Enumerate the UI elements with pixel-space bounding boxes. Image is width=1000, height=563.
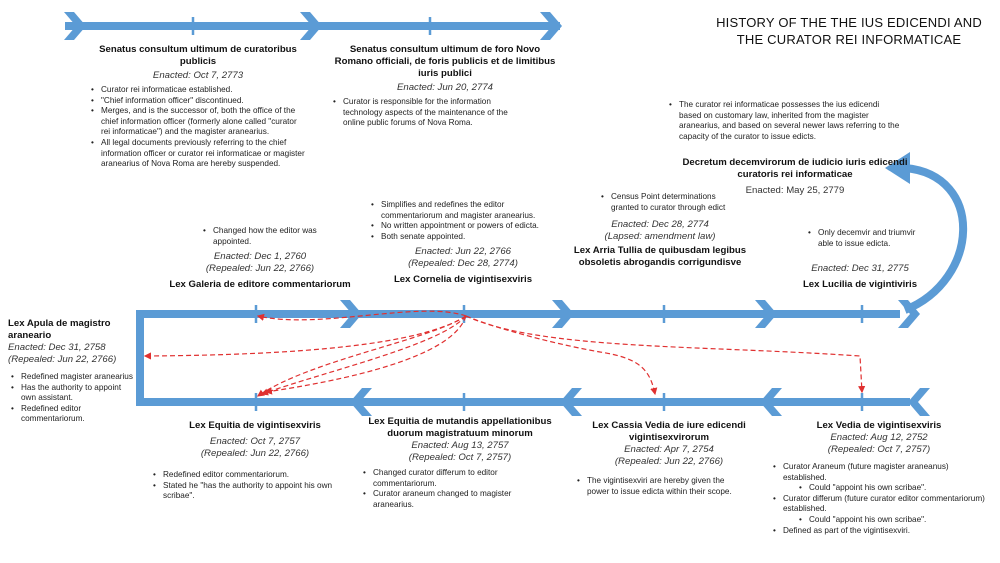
event-bullet: No written appointment or powers of edic… <box>371 221 558 232</box>
page-title: HISTORY OF THE THE IUS EDICENDI AND THE … <box>716 15 982 47</box>
event-bullet: Stated he "has the authority to appoint … <box>153 481 339 502</box>
note-block: The curator rei informaticae possesses t… <box>666 100 901 142</box>
event-date: Enacted: Dec 28, 2774 <box>611 219 709 231</box>
chevron-right-icon <box>898 300 920 328</box>
event-bullet: Changed curator differum to editor comme… <box>363 468 539 489</box>
event-block: Census Point determinations granted to c… <box>560 192 760 269</box>
event-name: Lex Galeria de editore commentariorum <box>169 279 351 291</box>
event-date: (Repealed: Dec 28, 2774) <box>408 258 518 270</box>
timeline-chevrons <box>64 12 930 416</box>
event-bullet: Redefined editor commentariorum. <box>11 404 136 425</box>
chevron-left-icon <box>908 388 930 416</box>
curve-arrowhead <box>885 152 910 184</box>
reference-arrows <box>143 310 866 397</box>
event-block: Changed how the editor was appointed. En… <box>160 226 360 291</box>
chevron-right-icon <box>340 300 362 328</box>
event-date: (Repealed: Oct 7, 2757) <box>827 444 931 455</box>
reference-arrow <box>256 310 467 321</box>
event-date: Enacted: May 25, 2779 <box>745 185 845 196</box>
chevron-right-icon <box>755 300 777 328</box>
chevron-right-icon <box>300 12 322 40</box>
curve-connector <box>903 164 968 314</box>
event-name: Lex Arria Tullia de quibusdam legibus ob… <box>573 245 747 269</box>
event-bullet: Changed how the editor was appointed. <box>203 226 329 247</box>
event-block: Lex Vedia de vigintisexviris Enacted: Au… <box>770 420 988 536</box>
event-name: Decretum decemvirorum de iudicio iuris e… <box>682 157 908 180</box>
event-name: Lex Equitia de mutandis appellationibus … <box>368 416 552 439</box>
event-date: Enacted: Aug 13, 2757 <box>411 440 509 451</box>
reference-arrow <box>260 315 467 396</box>
reference-arrow <box>465 315 866 394</box>
chevron-right-icon <box>64 12 86 40</box>
event-name: Lex Cornelia de vigintisexviris <box>393 274 533 286</box>
event-date: (Repealed: Jun 22, 2766) <box>8 354 117 365</box>
reference-arrow <box>264 315 467 395</box>
chevron-right-icon <box>552 300 574 328</box>
event-bullet: "Chief information officer" discontinued… <box>91 96 308 107</box>
chevron-left-icon <box>760 388 782 416</box>
event-bullet: Curator differum (future curator editor … <box>773 494 988 515</box>
event-date: (Repealed: Jun 22, 2766) <box>614 456 724 467</box>
event-bullet: Only decemvir and triumvir able to issue… <box>808 228 924 249</box>
event-date: (Repealed: Oct 7, 2757) <box>408 452 512 463</box>
event-name: Senatus consultum ultimum de curatoribus… <box>99 44 297 67</box>
event-bullet: Redefined editor commentariorum. <box>153 470 339 481</box>
event-block: Lex Equitia de vigintisexviris Enacted: … <box>150 420 360 502</box>
event-bullet: Merges, and is the successor of, both th… <box>91 106 308 138</box>
event-block: Lex Cassia Vedia de iure edicendi vigint… <box>574 420 764 497</box>
event-bullet: Has the authority to appoint own assista… <box>11 383 136 404</box>
event-block: Simplifies and redefines the editor comm… <box>368 200 558 286</box>
event-date: Enacted: Aug 12, 2752 <box>830 432 928 443</box>
event-bullet: Curator rei informaticae established. <box>91 85 308 96</box>
event-date: Enacted: Apr 7, 2754 <box>624 444 714 455</box>
event-bullet: Curator is responsible for the informati… <box>333 97 519 129</box>
event-bullet: Could "appoint his own scribae". <box>799 515 988 526</box>
event-date: Enacted: Dec 31, 2758 <box>8 342 106 353</box>
chevron-left-icon <box>560 388 582 416</box>
event-date: Enacted: Oct 7, 2773 <box>152 70 244 81</box>
event-bullet: Could "appoint his own scribae". <box>799 483 988 494</box>
event-date: (Repealed: Jun 22, 2766) <box>205 263 315 275</box>
event-name: Lex Cassia Vedia de iure edicendi vigint… <box>592 420 746 443</box>
event-date: (Repealed: Jun 22, 2766) <box>200 448 310 459</box>
event-date: Enacted: Oct 7, 2757 <box>209 436 301 447</box>
event-date: Enacted: Dec 31, 2775 <box>811 263 909 275</box>
event-block: Lex Equitia de mutandis appellationibus … <box>360 416 560 510</box>
event-bullet: Curator Araneum (future magister aranean… <box>773 462 988 483</box>
timeline-ticks <box>191 17 864 411</box>
event-date: Enacted: Jun 20, 2774 <box>396 82 493 93</box>
event-bullet: The vigintisexviri are hereby given the … <box>577 476 743 497</box>
event-bullet: Curator araneum changed to magister aran… <box>363 489 539 510</box>
event-block: Lex Apula de magistro araneario Enacted:… <box>8 318 136 425</box>
event-name: Lex Vedia de vigintisexviris <box>816 420 942 431</box>
event-bullet: All legal documents previously referring… <box>91 138 308 170</box>
event-block: Only decemvir and triumvir able to issue… <box>785 228 935 291</box>
event-block: Decretum decemvirorum de iudicio iuris e… <box>680 157 910 197</box>
reference-arrow <box>257 315 467 397</box>
event-date: Enacted: Dec 1, 2760 <box>213 251 307 263</box>
event-name: Lex Equitia de vigintisexviris <box>189 420 321 431</box>
event-bullet: Simplifies and redefines the editor comm… <box>371 200 558 221</box>
event-bullet: Both senate appointed. <box>371 232 558 243</box>
event-date: (Lapsed: amendment law) <box>604 231 716 243</box>
event-bullet: Census Point determinations granted to c… <box>601 192 727 213</box>
event-bullet: Defined as part of the vigintisexviri. <box>773 526 988 537</box>
note-text: The curator rei informaticae possesses t… <box>669 100 901 142</box>
event-name: Lex Lucilia de vigintiviris <box>802 279 918 291</box>
event-name: Senatus consultum ultimum de foro Novo R… <box>334 44 556 79</box>
chevron-right-icon <box>540 12 562 40</box>
event-date: Enacted: Jun 22, 2766 <box>414 246 511 258</box>
event-block: Senatus consultum ultimum de foro Novo R… <box>330 44 560 129</box>
event-bullet: Redefined magister aranearius <box>11 372 136 383</box>
event-name: Lex Apula de magistro araneario <box>8 318 111 341</box>
event-block: Senatus consultum ultimum de curatoribus… <box>88 44 308 170</box>
chevron-left-icon <box>350 388 372 416</box>
